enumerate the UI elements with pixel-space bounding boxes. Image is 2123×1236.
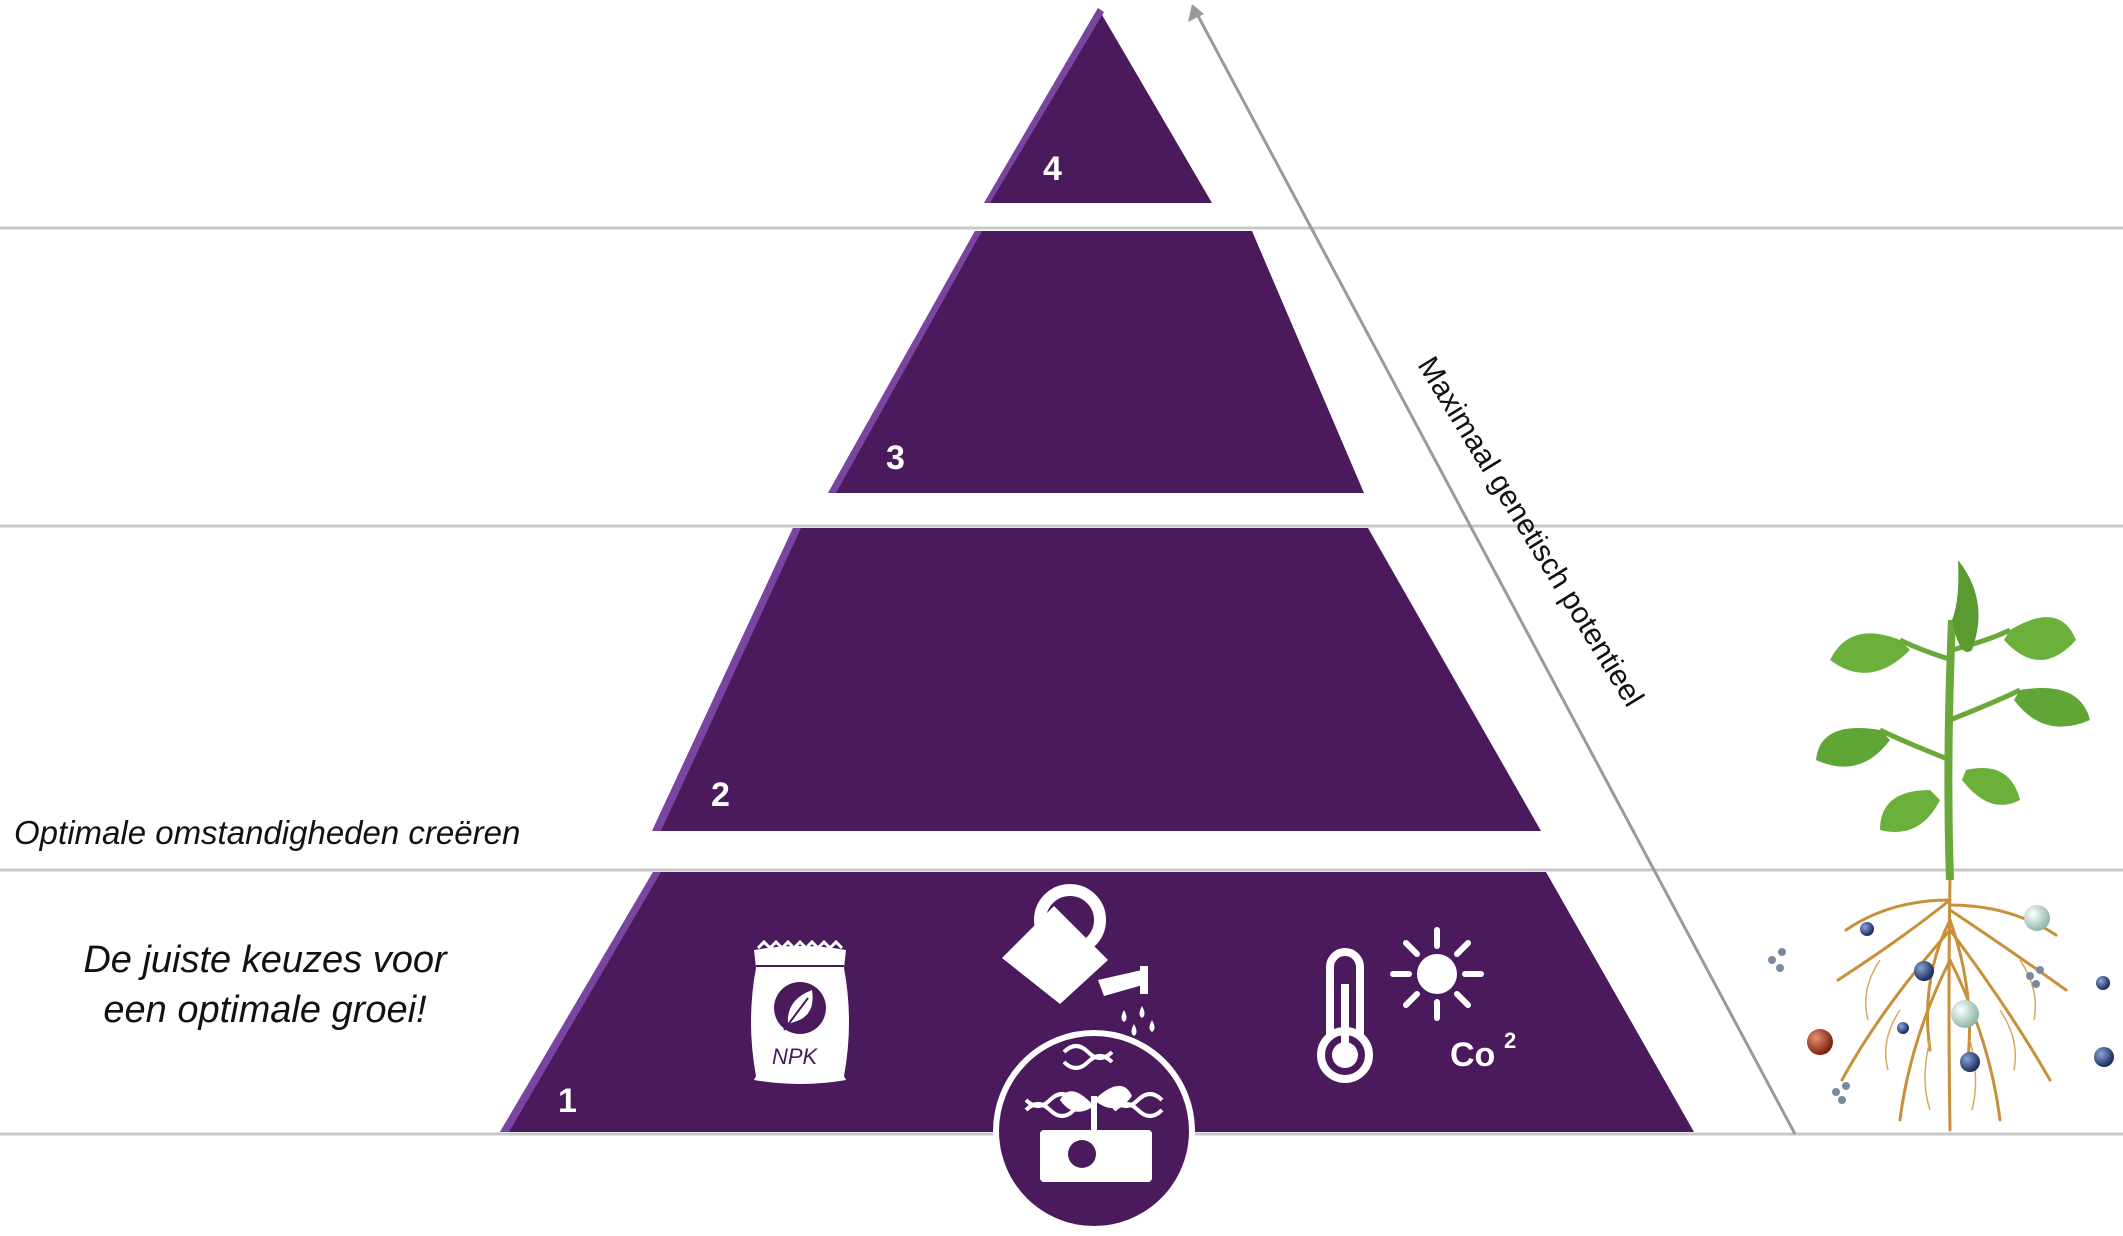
tier-number-2: 2	[711, 776, 730, 814]
co2-superscript: 2	[1504, 1028, 1516, 1053]
tier-number-1: 1	[558, 1082, 577, 1120]
potential-arrow	[1188, 4, 1797, 1135]
choices-line-1: De juiste keuzes voor	[83, 939, 447, 981]
co2-text: Co	[1450, 1036, 1495, 1074]
thermometer-icon	[1317, 948, 1373, 1083]
choices-text: De juiste keuzes voor een optimale groei…	[40, 935, 490, 1035]
fertilizer-bag-icon: NPK	[751, 939, 849, 1084]
seedling-dna-icon	[993, 1030, 1195, 1232]
choices-line-2: een optimale groei!	[103, 989, 427, 1031]
optimal-conditions-label: Optimale omstandigheden creëren	[14, 814, 521, 851]
sun-icon	[1390, 927, 1484, 1021]
fertilizer-text: NPK	[772, 1044, 819, 1069]
tier-2	[652, 528, 1541, 831]
tier-3	[828, 231, 1364, 493]
watering-can-icon	[1002, 884, 1155, 1036]
plant-roots-image	[1768, 560, 2114, 1132]
tier-number-4: 4	[1043, 150, 1062, 188]
tier-number-3: 3	[886, 439, 905, 477]
co2-label: Co 2	[1450, 1028, 1516, 1074]
tier-4	[984, 8, 1212, 203]
